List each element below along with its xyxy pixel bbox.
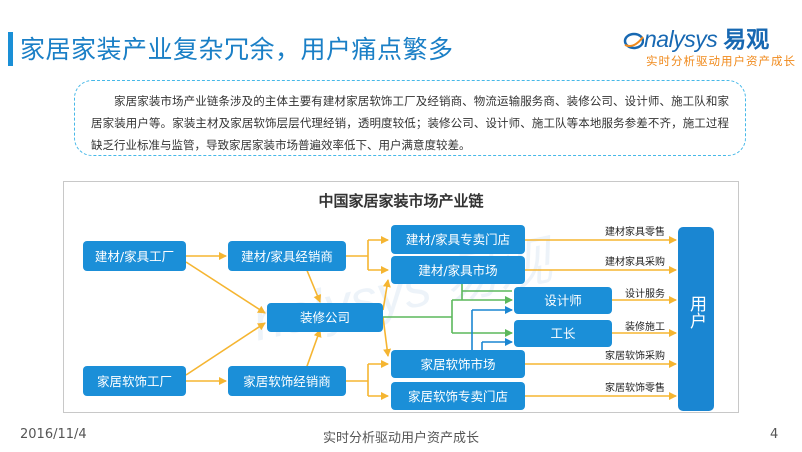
node-building-store-label: 建材/家具专卖门店 [406,232,510,247]
footer-slogan: 实时分析驱动用户资产成长 [322,431,479,446]
node-worker-label: 工长 [550,326,576,341]
node-soft-dealer-label: 家居软饰经销商 [243,374,331,389]
node-building-dealer-label: 建材/家具经销商 [241,249,333,264]
page-title: 家居家装产业复杂冗余，用户痛点繁多 [20,35,454,64]
title-accent-bar [8,32,13,66]
arrow-soft-factory-to-company [185,322,266,376]
node-decoration-company [267,303,383,332]
logo-brand-cn: 易观 [723,27,770,53]
edge-label-soft-purchase: 家居软饰采购 [605,349,665,362]
arrow-soft-dealer-to-company [305,329,322,370]
node-worker [514,320,612,347]
node-decoration-company-label: 装修公司 [300,310,350,325]
node-building-dealer [228,241,346,271]
node-building-market [391,256,525,284]
node-designer [514,287,612,314]
diagram-title: 中国家居家装市场产业链 [318,192,484,210]
node-soft-store-label: 家居软饰专卖门店 [408,389,508,404]
edge-label-building-purchase: 建材家具采购 [605,255,665,268]
arrow-company-to-market [382,279,391,311]
edge-label-soft-retail: 家居软饰零售 [605,381,665,394]
node-soft-dealer [228,366,346,396]
node-soft-market-label: 家居软饰市场 [420,357,495,372]
node-soft-store [391,382,525,410]
node-building-factory [83,241,186,271]
arrow-factory-to-company [185,261,266,314]
edge-label-design-service: 设计服务 [625,287,665,300]
node-building-factory-label: 建材/家具工厂 [95,249,174,264]
logo-slogan: 实时分析驱动用户资产成长 [646,54,796,68]
node-user-label: 用户 [686,295,707,329]
logo-swoosh-icon [623,32,645,50]
footer-date: 2016/11/4 [20,427,87,442]
node-soft-factory [83,366,186,396]
arrow-dealer-to-company [305,267,322,303]
node-soft-market [391,350,525,378]
arrow-company-to-soft-market [382,316,392,357]
node-building-store [391,225,525,254]
edge-label-decoration-work: 装修施工 [625,320,665,333]
edge-label-building-retail: 建材家具零售 [605,225,665,238]
page-number: 4 [770,427,779,442]
node-user [678,227,714,411]
node-soft-factory-label: 家居软饰工厂 [97,374,172,389]
intro-text-box: 家居家装市场产业链条涉及的主体主要有建材家居软饰工厂及经销商、物流运输服务商、装… [74,80,746,156]
node-building-market-label: 建材/家具市场 [418,263,497,278]
node-designer-label: 设计师 [544,293,582,308]
logo-brand-text: nalysys [644,26,718,52]
